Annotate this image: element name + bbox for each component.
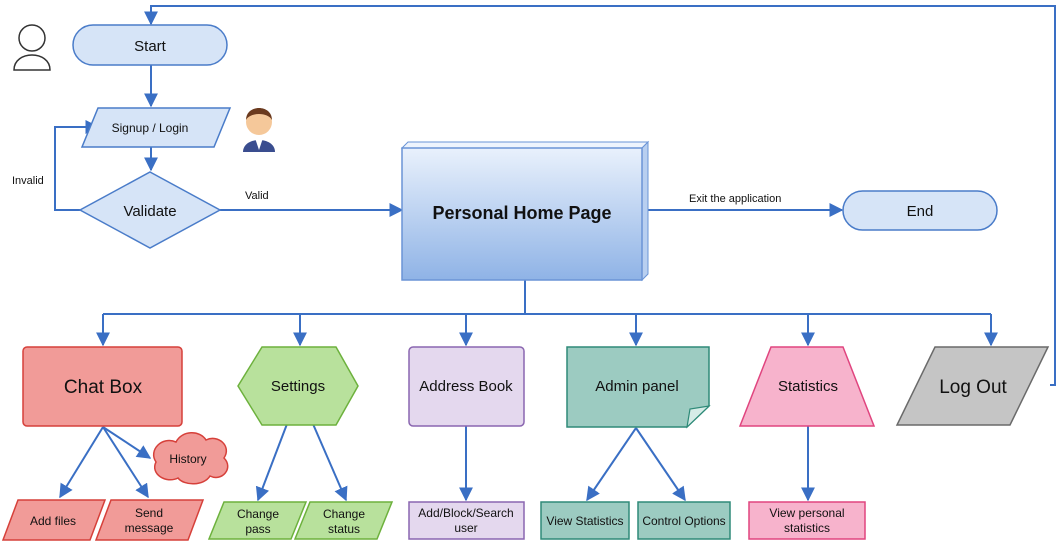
address-book-label: Address Book [419, 378, 513, 395]
chatbox-to-history-arrow [102, 426, 152, 459]
add-block-search-label-2: user [454, 521, 477, 535]
logout-to-start-arrow [144, 5, 1056, 386]
change-pass-label-1: Change [237, 507, 279, 521]
add-block-search-node: Add/Block/Search user [408, 501, 525, 540]
change-pass-node: Change pass [207, 501, 308, 540]
validate-node: Validate [78, 171, 222, 249]
signup-node: Signup / Login [80, 107, 232, 148]
chatbox-to-send-arrow [102, 426, 149, 499]
valid-label: Valid [245, 190, 269, 202]
end-node: End [842, 190, 998, 231]
add-files-label: Add files [30, 514, 76, 528]
address-book-node: Address Book [408, 346, 525, 427]
home-node: Personal Home Page [400, 140, 650, 282]
log-out-label: Log Out [939, 377, 1007, 398]
home-label: Personal Home Page [432, 203, 611, 223]
control-options-label: Control Options [642, 514, 725, 528]
send-message-node: Send message [94, 499, 205, 541]
exit-label: Exit the application [689, 193, 781, 205]
validate-label: Validate [123, 203, 176, 220]
send-message-label-2: message [125, 521, 174, 535]
settings-to-changestatus-arrow [312, 423, 348, 502]
admin-panel-label: Admin panel [595, 378, 678, 395]
chatbox-to-addfiles-arrow [59, 426, 104, 499]
log-out-node: Log Out [895, 346, 1050, 426]
start-label: Start [134, 38, 167, 55]
view-personal-label-1: View personal [769, 506, 844, 520]
user-outline-icon [13, 24, 51, 71]
settings-to-changepass-arrow [255, 423, 288, 502]
view-statistics-node: View Statistics [540, 501, 630, 540]
control-options-node: Control Options [637, 501, 731, 540]
view-statistics-label: View Statistics [546, 514, 623, 528]
settings-node: Settings [237, 346, 359, 426]
view-personal-label-2: statistics [784, 521, 830, 535]
change-status-node: Change status [293, 501, 394, 540]
send-message-label-1: Send [135, 506, 163, 520]
admin-panel-node: Admin panel [566, 346, 711, 429]
signup-label: Signup / Login [112, 121, 189, 135]
change-status-label-1: Change [323, 507, 365, 521]
add-block-search-label-1: Add/Block/Search [418, 506, 513, 520]
view-personal-statistics-node: View personal statistics [748, 501, 866, 540]
admin-to-control-arrow [635, 427, 686, 502]
admin-to-viewstats-arrow [586, 427, 637, 502]
history-node: History [153, 432, 229, 485]
user-avatar-icon [243, 108, 275, 152]
change-status-label-2: status [328, 522, 360, 536]
chat-box-node: Chat Box [22, 346, 183, 427]
settings-label: Settings [271, 378, 325, 395]
add-files-node: Add files [1, 499, 107, 541]
connectors [54, 5, 1056, 502]
change-pass-label-2: pass [245, 522, 270, 536]
chat-box-label: Chat Box [64, 377, 143, 398]
end-label: End [907, 203, 934, 220]
statistics-label: Statistics [778, 378, 838, 395]
statistics-node: Statistics [738, 346, 876, 427]
home-bus-line [103, 280, 991, 315]
start-node: Start [72, 24, 228, 66]
invalid-label: Invalid [12, 175, 44, 187]
history-label: History [169, 452, 206, 466]
invalid-loop-arrow [54, 120, 100, 211]
